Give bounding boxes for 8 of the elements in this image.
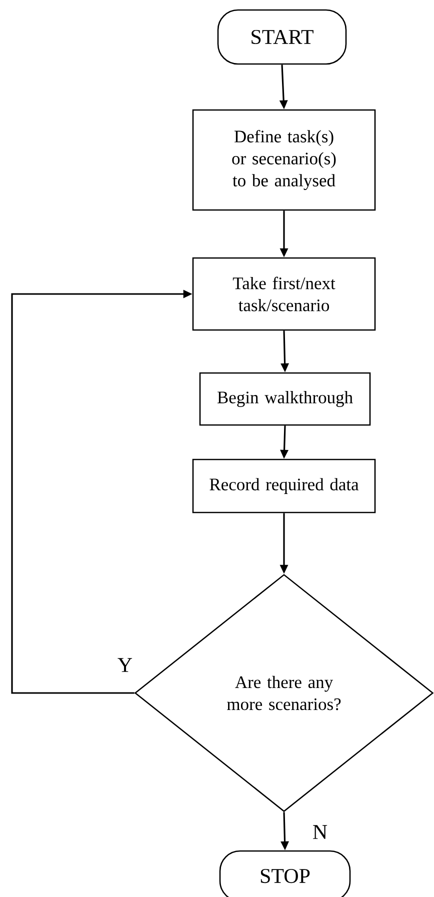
edge-label: Y (116, 657, 134, 673)
process-box: Begin walkthrough (199, 372, 371, 426)
terminal-box: START (217, 9, 347, 65)
process-box: Take first/next task/scenario (192, 257, 376, 331)
terminal-box: STOP (219, 850, 351, 897)
edge-label: N (311, 824, 329, 840)
process-box: Record required data (192, 458, 376, 514)
process-box: Define task(s) or secenario(s) to be analysed (192, 109, 376, 211)
